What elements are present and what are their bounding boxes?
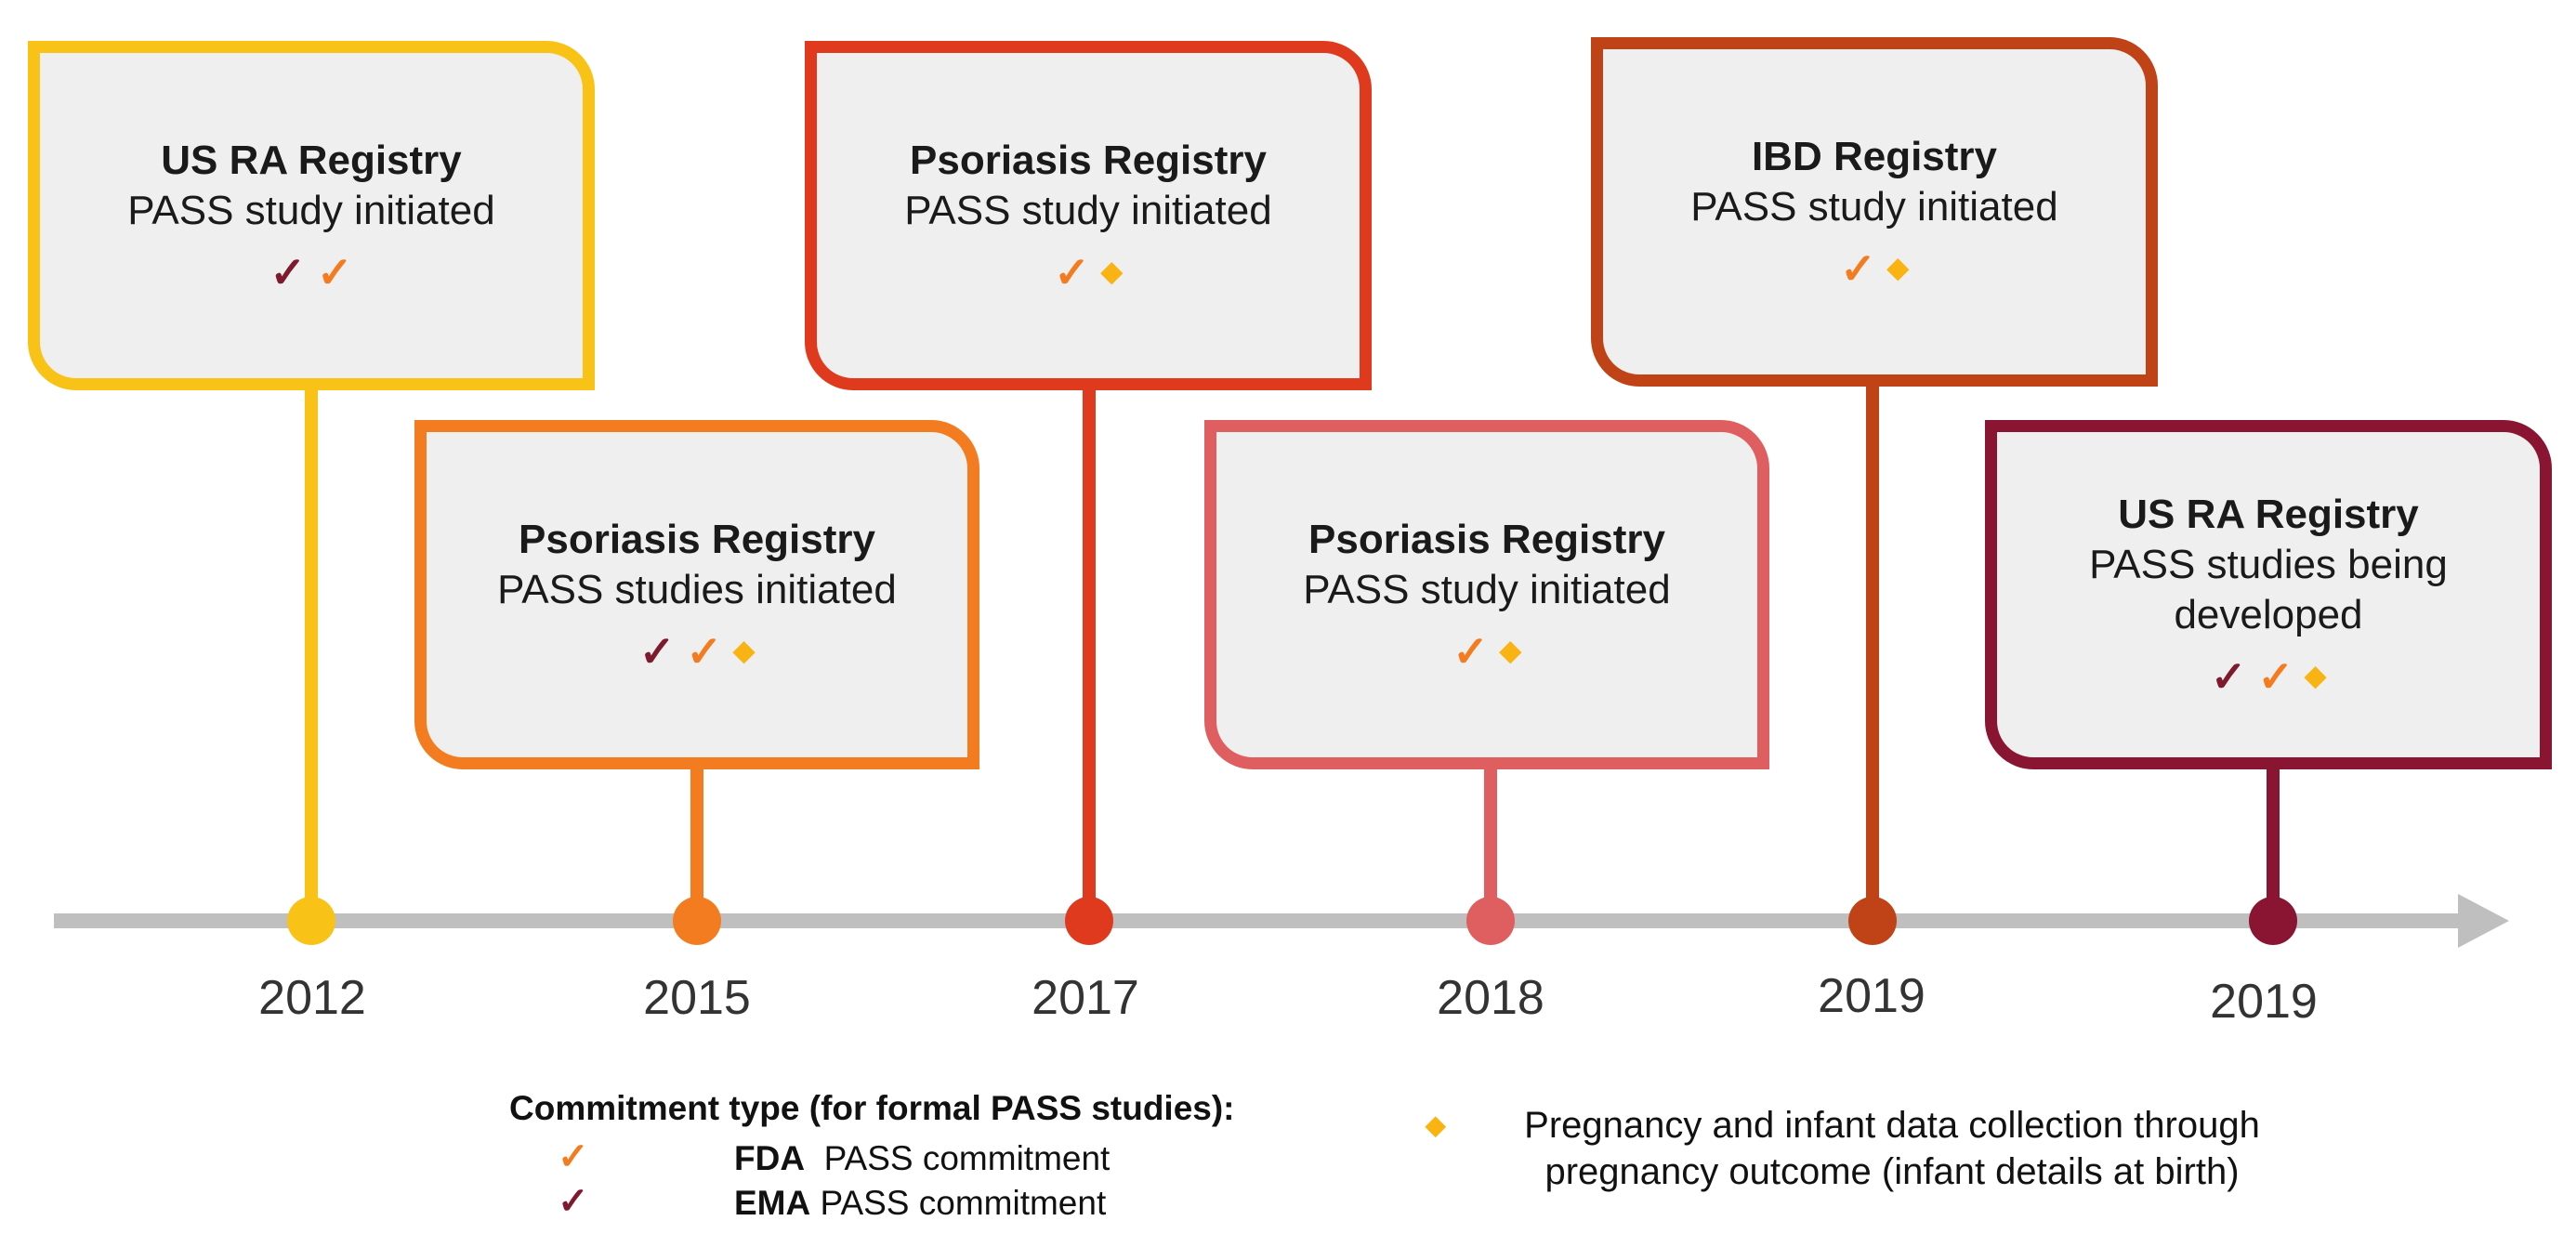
- legend-pregnancy-text: Pregnancy and infant data collection thr…: [1474, 1102, 2310, 1195]
- milestone-dot: [673, 897, 721, 945]
- commitment-marks: ✓ ◆: [1840, 245, 1909, 292]
- card-subtitle: PASS study initiated: [904, 188, 1272, 233]
- card-subtitle: PASS study initiated: [127, 188, 495, 233]
- pregnancy-diamond-icon: ◆: [733, 636, 756, 666]
- commitment-marks: ✓ ✓ ◆: [2211, 653, 2326, 700]
- legend-fda-text: PASS commitment: [823, 1139, 1111, 1177]
- card-title: Psoriasis Registry: [519, 517, 875, 562]
- ema-check-icon: ✓: [2210, 652, 2247, 701]
- pregnancy-diamond-icon: ◆: [1426, 1110, 1446, 1139]
- fda-check-icon: ✓: [686, 627, 722, 676]
- legend-heading: Commitment type (for formal PASS studies…: [509, 1089, 1235, 1127]
- card-subtitle: PASS study initiated: [1303, 567, 1671, 612]
- year-label: 2018: [1437, 971, 1544, 1025]
- card-subtitle: PASS studies being developed: [2089, 542, 2448, 637]
- pregnancy-diamond-icon: ◆: [1886, 253, 1909, 283]
- year-label: 2019: [2210, 975, 2318, 1029]
- milestone-card-2019-ibd: IBD Registry PASS study initiated ✓ ◆: [1591, 37, 2158, 387]
- commitment-marks: ✓ ◆: [1452, 628, 1521, 675]
- year-label: 2017: [1032, 971, 1139, 1025]
- commitment-marks: ✓ ✓: [269, 249, 352, 295]
- fda-check-icon: ✓: [1452, 627, 1489, 676]
- ema-check-icon: ✓: [638, 627, 676, 676]
- card-subtitle: PASS studies initiated: [497, 567, 897, 612]
- fda-check-icon: ✓: [558, 1136, 589, 1177]
- legend-ema-text: PASS commitment: [820, 1184, 1107, 1222]
- timeline-arrowhead: [2458, 894, 2509, 948]
- ema-check-icon: ✓: [269, 248, 306, 296]
- card-subtitle: PASS study initiated: [1690, 184, 2058, 230]
- milestone-dot: [2249, 897, 2297, 945]
- legend-pregnancy-line2: pregnancy outcome (infant details at bir…: [1544, 1151, 2240, 1192]
- card-title: Psoriasis Registry: [910, 138, 1267, 183]
- legend-pregnancy-line1: Pregnancy and infant data collection thr…: [1524, 1105, 2260, 1146]
- milestone-dot: [1466, 897, 1515, 945]
- ema-check-icon: ✓: [558, 1181, 589, 1222]
- year-label: 2012: [258, 971, 366, 1025]
- pregnancy-diamond-icon: ◆: [1499, 636, 1521, 666]
- milestone-card-2018-psoriasis: Psoriasis Registry PASS study initiated …: [1204, 420, 1769, 769]
- milestone-dot: [1065, 897, 1113, 945]
- milestone-card-2012-us-ra: US RA Registry PASS study initiated ✓ ✓: [28, 41, 595, 390]
- fda-check-icon: ✓: [1054, 248, 1090, 296]
- legend-ema-label: EMA: [734, 1184, 811, 1222]
- fda-check-icon: ✓: [1840, 244, 1876, 293]
- fda-check-icon: ✓: [317, 248, 353, 296]
- legend-fda-row: FDA PASS commitment: [734, 1139, 1110, 1178]
- year-label: 2019: [1818, 969, 1925, 1023]
- legend-fda-label: FDA: [734, 1139, 806, 1177]
- card-title: Psoriasis Registry: [1308, 517, 1665, 562]
- milestone-card-2015-psoriasis: Psoriasis Registry PASS studies initiate…: [414, 420, 979, 769]
- milestone-card-2019-us-ra: US RA Registry PASS studies being develo…: [1985, 420, 2552, 769]
- milestone-dot: [1848, 897, 1897, 945]
- commitment-marks: ✓ ✓ ◆: [639, 628, 755, 675]
- card-title: IBD Registry: [1751, 134, 1998, 179]
- commitment-marks: ✓ ◆: [1054, 249, 1123, 295]
- milestone-dot: [287, 897, 335, 945]
- legend-ema-row: EMA PASS commitment: [734, 1184, 1106, 1223]
- pregnancy-diamond-icon: ◆: [1100, 256, 1123, 287]
- card-title: US RA Registry: [2118, 492, 2419, 537]
- pregnancy-diamond-icon: ◆: [2305, 661, 2327, 691]
- fda-check-icon: ✓: [2257, 652, 2293, 701]
- year-label: 2015: [643, 971, 751, 1025]
- milestone-card-2017-psoriasis: Psoriasis Registry PASS study initiated …: [805, 41, 1372, 390]
- card-title: US RA Registry: [161, 138, 462, 183]
